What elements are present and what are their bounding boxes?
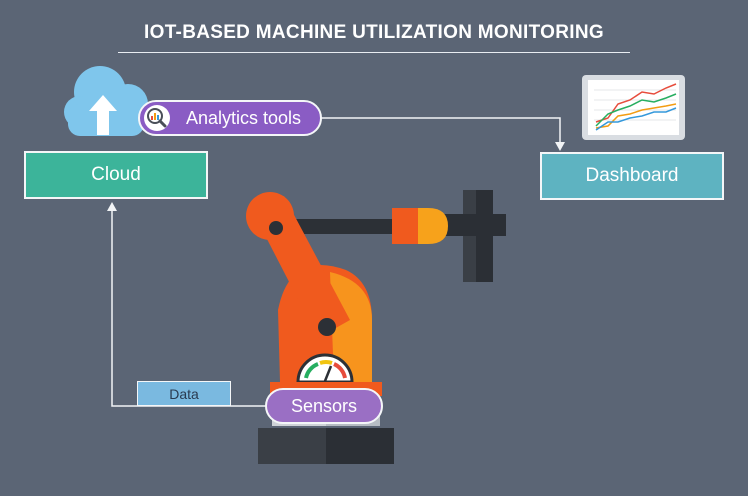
dashboard-node-label: Dashboard bbox=[585, 165, 679, 186]
arrow-head-dashboard bbox=[555, 142, 565, 151]
line-chart-screen-icon bbox=[582, 75, 685, 140]
cloud-node: Cloud bbox=[24, 151, 208, 199]
analytics-tools-node: Analytics tools bbox=[138, 100, 322, 136]
magnifier-chart-icon bbox=[144, 105, 170, 131]
data-flow-label: Data bbox=[137, 381, 231, 406]
arrow-head-cloud bbox=[107, 202, 117, 211]
page-title: IOT-BASED MACHINE UTILIZATION MONITORING bbox=[118, 22, 630, 53]
gauge-icon bbox=[296, 353, 354, 384]
cloud-upload-icon bbox=[64, 66, 148, 136]
dashboard-node: Dashboard bbox=[540, 152, 724, 200]
sensors-node: Sensors bbox=[265, 388, 383, 424]
analytics-tools-label: Analytics tools bbox=[186, 107, 302, 128]
connector-lines bbox=[111, 117, 561, 407]
cloud-node-label: Cloud bbox=[91, 164, 141, 185]
sensors-label: Sensors bbox=[290, 395, 358, 416]
